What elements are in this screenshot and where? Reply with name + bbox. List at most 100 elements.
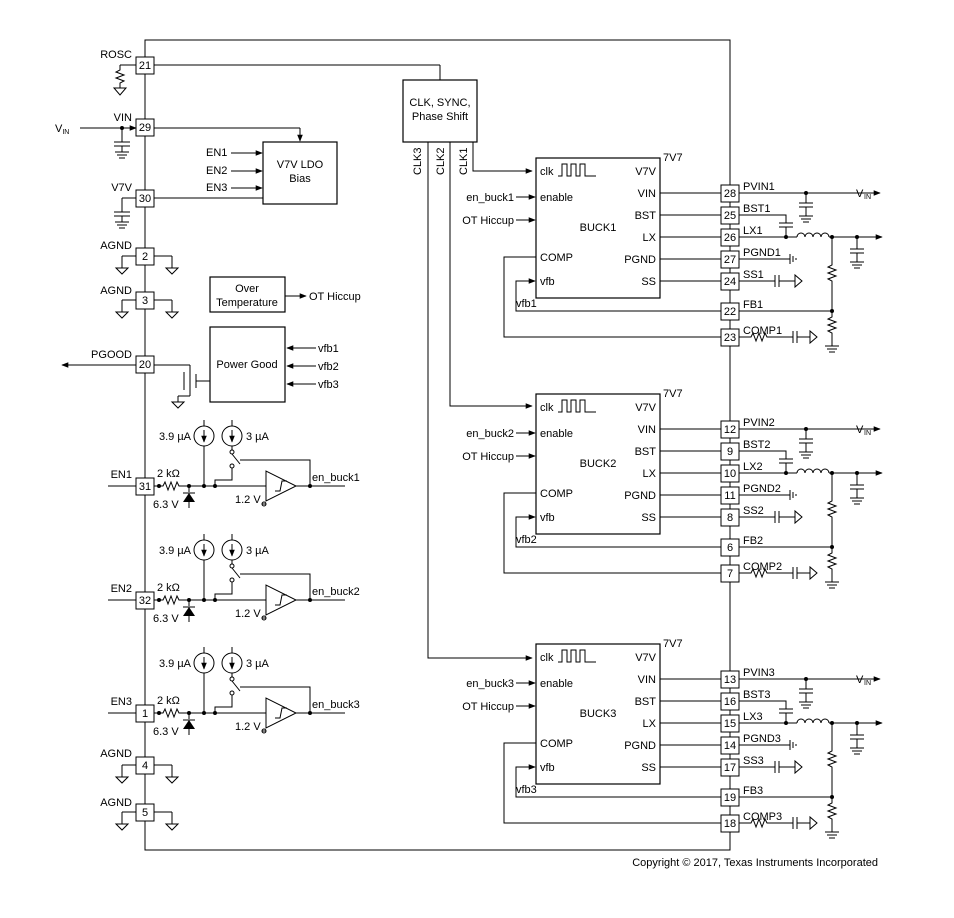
wire	[515, 514, 721, 548]
wire	[739, 450, 787, 459]
pin-number: 27	[724, 254, 736, 266]
current-label: 3 µA	[246, 431, 270, 443]
clock-waveform-icon	[558, 649, 596, 663]
port-ss: SS	[641, 762, 656, 774]
pin-label: LX1	[743, 225, 763, 237]
junction-dot	[308, 484, 312, 488]
pin-number: 9	[727, 446, 733, 458]
junction-dot	[784, 235, 788, 239]
wire	[826, 547, 838, 577]
schmitt-icon	[275, 707, 287, 719]
pin-number: 5	[142, 807, 148, 819]
wire	[799, 438, 813, 444]
wire	[739, 214, 787, 223]
port-clk: clk	[540, 652, 554, 664]
port-comp: COMP	[540, 738, 573, 750]
pin-number: 24	[724, 276, 736, 288]
pin-agnd-3: AGND 3	[100, 285, 180, 319]
pin-number: 28	[724, 188, 736, 200]
vin-label: V	[856, 188, 864, 200]
wire	[789, 254, 797, 264]
port-ss: SS	[641, 276, 656, 288]
pg-input-vfb1: vfb1	[318, 343, 339, 355]
wire	[739, 817, 781, 829]
wire	[850, 734, 864, 740]
pin-label: COMP3	[743, 811, 782, 823]
wire	[774, 761, 780, 773]
vfb-label: vfb2	[516, 534, 537, 546]
pin-number: 29	[139, 122, 151, 134]
pin-number: 6	[727, 542, 733, 554]
wire	[792, 331, 798, 343]
clock-waveform-icon	[558, 163, 596, 177]
inductor-icon	[796, 468, 830, 474]
pin-number: 16	[724, 696, 736, 708]
pin-label: PVIN2	[743, 417, 775, 429]
port-vfb: vfb	[540, 762, 555, 774]
junction-dot	[784, 721, 788, 725]
wire	[792, 567, 798, 579]
pin-label: COMP2	[743, 561, 782, 573]
ldo-title: V7V LDO	[277, 159, 324, 171]
pin-label: V7V	[111, 182, 132, 194]
wire	[515, 278, 721, 312]
vin-sub: IN	[864, 680, 871, 687]
wire	[779, 458, 793, 464]
ldo-input-en2: EN2	[206, 165, 227, 177]
wire	[739, 331, 781, 343]
buck-name: BUCK3	[580, 708, 617, 720]
reference-node	[261, 501, 267, 507]
pin-label: AGND	[100, 285, 132, 297]
pin-label: BST1	[743, 203, 771, 215]
vin-label: V	[856, 674, 864, 686]
v7v-top-label: 7V7	[663, 388, 683, 400]
v7v-top-label: 7V7	[663, 152, 683, 164]
pin-number: 3	[142, 295, 148, 307]
resistor-label: 2 kΩ	[157, 468, 180, 480]
pin-label: AGND	[100, 240, 132, 252]
junction-dot	[157, 598, 161, 602]
comparator-icon	[265, 697, 298, 729]
pin-number: 15	[724, 718, 736, 730]
wire	[789, 740, 797, 750]
wire	[799, 215, 813, 223]
pin-number: 22	[724, 306, 736, 318]
port-vfb: vfb	[540, 276, 555, 288]
vin-label: V	[856, 424, 864, 436]
zener-icon	[183, 720, 195, 729]
wire	[240, 573, 311, 600]
junction-dot	[784, 471, 788, 475]
pin-number: 8	[727, 512, 733, 524]
wire	[825, 581, 839, 589]
wire	[799, 701, 813, 709]
pin-number: 26	[724, 232, 736, 244]
port-comp: COMP	[540, 488, 573, 500]
junction-dot	[157, 711, 161, 715]
port-v7v: V7V	[635, 652, 656, 664]
ground-icon	[794, 509, 803, 525]
wire	[214, 468, 233, 486]
buck-block	[535, 157, 661, 299]
ground-icon	[809, 565, 818, 581]
pin-number: 13	[724, 674, 736, 686]
port-v7v: V7V	[635, 166, 656, 178]
port-lx: LX	[643, 718, 657, 730]
pin-number: 19	[724, 792, 736, 804]
vin-label: VIN	[55, 123, 69, 136]
wire	[825, 831, 839, 839]
port-lx: LX	[643, 468, 657, 480]
wire	[240, 686, 311, 713]
wire	[850, 497, 864, 505]
ot-subtitle: Temperature	[216, 297, 278, 309]
pin-label: FB1	[743, 299, 763, 311]
enable-input-label: en_buck2	[466, 428, 514, 440]
ground-icon	[809, 815, 818, 831]
wire	[826, 473, 838, 547]
port-lx: LX	[643, 232, 657, 244]
pin-number: 11	[724, 490, 735, 502]
wire	[826, 237, 838, 311]
pin-number: 7	[727, 568, 733, 580]
wire	[779, 708, 793, 714]
port-clk: clk	[540, 166, 554, 178]
